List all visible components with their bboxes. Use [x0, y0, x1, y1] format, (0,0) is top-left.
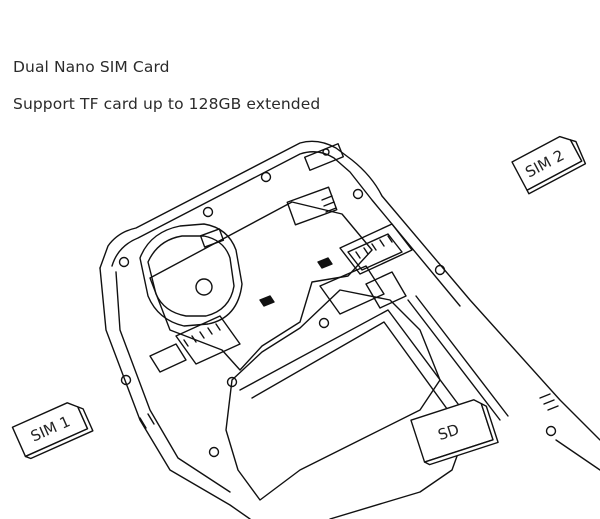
connector-block [286, 143, 345, 226]
phone-back-shell [99, 140, 600, 519]
sim-slot-top [319, 223, 413, 315]
sim2-card: SIM 2 [511, 135, 587, 195]
side-rail [139, 295, 600, 471]
camera-module [139, 223, 243, 327]
screw-holes [118, 171, 557, 458]
sim1-card: SIM 1 [11, 402, 94, 460]
chip-marks [259, 257, 333, 307]
caption-dual-sim: Dual Nano SIM Card [13, 58, 170, 76]
sd-label: SD [436, 420, 462, 444]
caption-tf-card: Support TF card up to 128GB extended [13, 95, 321, 113]
sd-card: SD [410, 399, 499, 466]
sim-slot-left [149, 315, 241, 373]
